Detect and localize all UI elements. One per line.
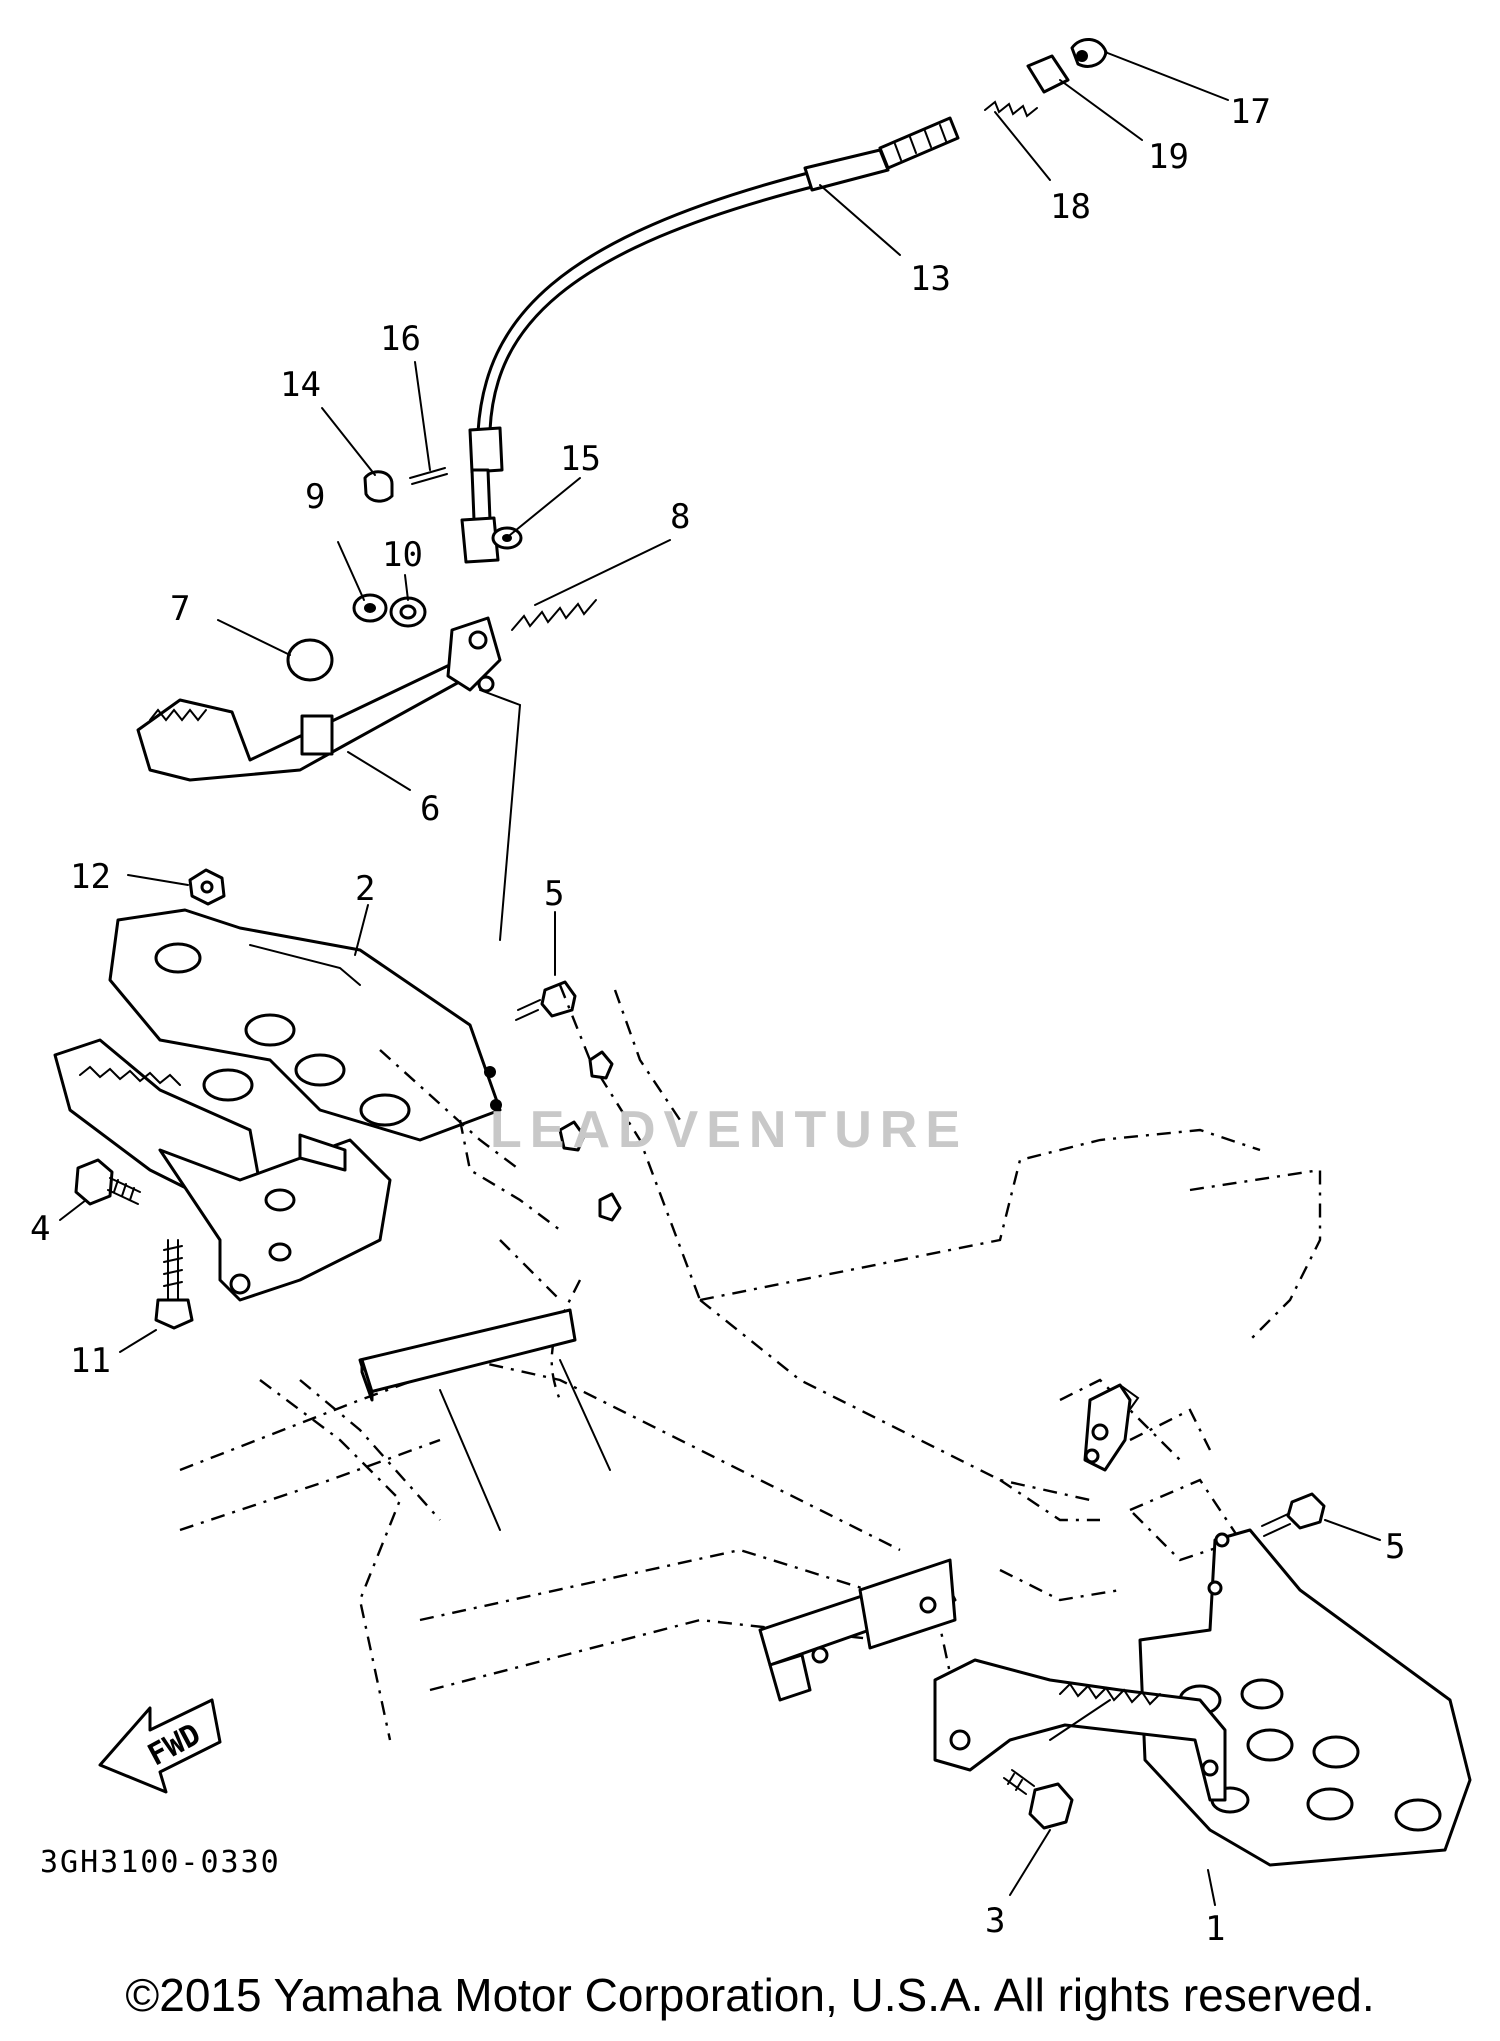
bolt-3 [1003, 1769, 1074, 1830]
callout-14: 14 [280, 365, 321, 405]
footrest-peg-right [933, 1658, 1227, 1802]
callout-11: 11 [70, 1341, 111, 1381]
callout-19: 19 [1148, 137, 1189, 177]
callout-18: 18 [1050, 187, 1091, 227]
callout-10: 10 [382, 535, 423, 575]
washer-15 [491, 526, 523, 550]
callout-16: 16 [380, 319, 421, 359]
washer-9 [352, 593, 388, 623]
return-spring-8 [511, 599, 597, 631]
callout-4: 4 [30, 1209, 50, 1249]
bolt-5-lower [1261, 1492, 1326, 1537]
footrest-bracket-2 [108, 908, 502, 1142]
nut-12 [188, 868, 226, 906]
leader-lines [59, 51, 1381, 1906]
bolt-4 [74, 1158, 141, 1206]
callout-8: 8 [670, 497, 690, 537]
fwd-arrow-icon: FWD [98, 1698, 222, 1794]
callout-17: 17 [1230, 92, 1271, 132]
brake-pedal-6 [136, 616, 522, 941]
callout-7: 7 [170, 589, 190, 629]
watermark-label: LEADVENTURE [490, 1101, 969, 1159]
callout-2: 2 [355, 869, 375, 909]
callout-12: 12 [70, 857, 111, 897]
washer-10 [389, 596, 427, 628]
callout-15: 15 [560, 439, 601, 479]
callout-1: 1 [1205, 1909, 1225, 1949]
bolt-5-upper [515, 980, 577, 1021]
adjuster-spring-18 [984, 100, 1038, 118]
callout-6: 6 [420, 789, 440, 829]
cable-end-17 [1070, 38, 1108, 68]
frame-cross-member [358, 1308, 957, 1702]
cotter-pin-16 [409, 467, 448, 485]
bolt-11 [154, 1239, 194, 1330]
callout-labels: 17 19 18 13 16 14 15 9 10 8 7 6 12 2 5 4… [30, 92, 1405, 1949]
frame-clip-right [1083, 1383, 1140, 1472]
callout-3: 3 [985, 1901, 1005, 1941]
copyright-notice: ©2015 Yamaha Motor Corporation, U.S.A. A… [125, 1969, 1375, 2021]
callout-13: 13 [910, 259, 951, 299]
brake-cable [460, 116, 960, 564]
pin-14 [363, 470, 394, 503]
adjuster-nut-19 [1026, 54, 1070, 94]
pedal-cap-7 [286, 638, 334, 682]
callout-5-upper: 5 [544, 874, 564, 914]
callout-5-lower: 5 [1385, 1527, 1405, 1567]
footrest-peg-left [53, 1038, 392, 1302]
callout-9: 9 [305, 477, 325, 517]
drawing-code: 3GH3100-0330 [40, 1845, 281, 1880]
frame-clamps-left [558, 1050, 622, 1222]
